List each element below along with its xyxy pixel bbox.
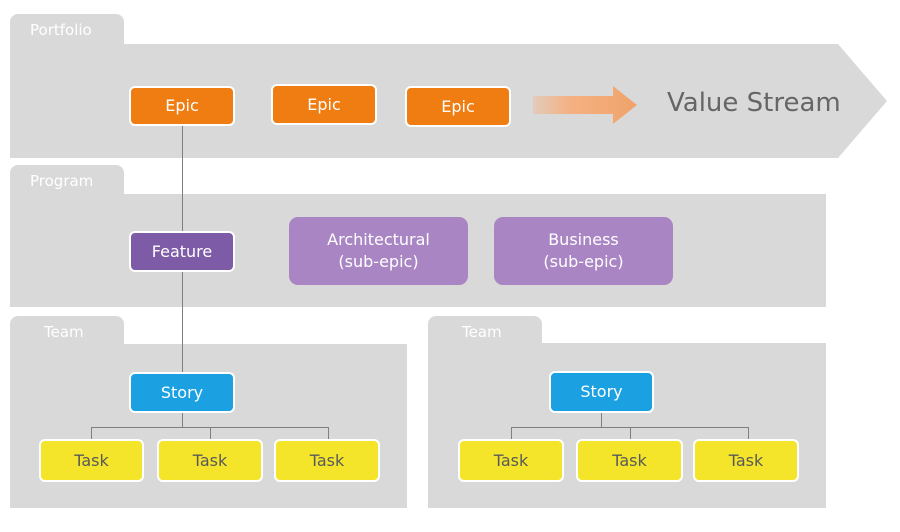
portfolio-tab: Portfolio [10,14,124,46]
task-label-1b: Task [192,450,228,470]
program-tab: Program [10,165,124,197]
task-box-1b[interactable]: Task [157,439,263,482]
task-box-1a[interactable]: Task [39,439,144,482]
business-sub-epic-label: Business (sub-epic) [543,230,624,271]
business-sub-epic-box[interactable]: Business (sub-epic) [494,217,673,285]
task-label-2a: Task [493,450,529,470]
epic-box-1[interactable]: Epic [129,86,235,126]
portfolio-label: Portfolio [30,21,92,39]
story-label-2: Story [580,382,623,401]
task-box-2c[interactable]: Task [693,439,799,482]
team-label-1: Team [44,323,84,341]
task-label-1c: Task [309,450,345,470]
story-label-1: Story [160,382,204,402]
task-label-1a: Task [74,450,109,470]
story-box-1[interactable]: Story [129,372,235,413]
team-tab-1: Team [10,316,124,347]
feature-label: Feature [151,241,213,261]
program-label: Program [30,172,94,190]
task-box-2a[interactable]: Task [458,439,564,482]
task-box-2b[interactable]: Task [576,439,683,482]
task-box-1c[interactable]: Task [274,439,380,482]
epic-label-3: Epic [441,96,475,116]
epic-box-2[interactable]: Epic [271,84,377,125]
team-tab-2: Team [428,316,542,347]
architectural-sub-epic-label: Architectural (sub-epic) [327,230,430,271]
feature-box[interactable]: Feature [129,231,235,272]
task-label-2c: Task [728,450,764,470]
team-label-2: Team [462,323,502,341]
epic-box-3[interactable]: Epic [405,86,511,127]
architectural-sub-epic-box[interactable]: Architectural (sub-epic) [289,217,468,285]
value-stream-label: Value Stream [667,88,841,118]
story-box-2[interactable]: Story [549,371,654,413]
epic-label-2: Epic [307,94,341,114]
task-label-2b: Task [612,450,647,470]
epic-label-1: Epic [165,96,199,115]
